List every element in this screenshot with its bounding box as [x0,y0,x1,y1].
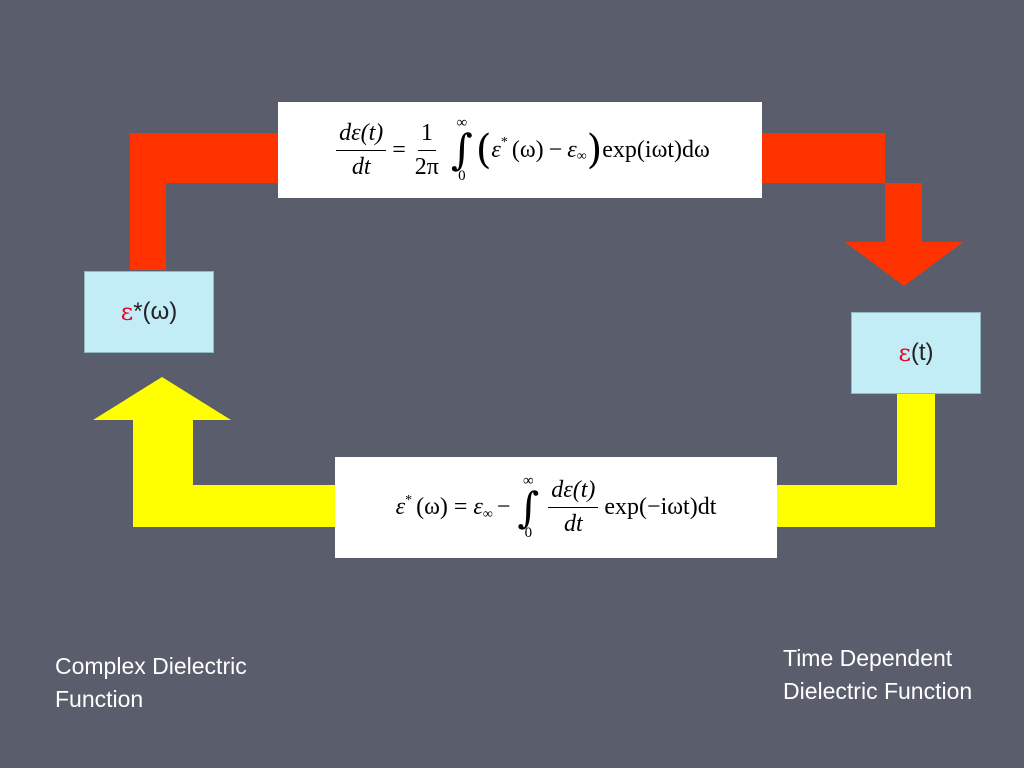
lhs-denominator: dt [351,153,371,180]
inverse-transform-formula: ε* (ω) = ε∞ − ∞ ∫ 0 dε(t) dt exp(−iωt)dt [335,457,777,558]
epsilon-symbol: ε [898,339,911,367]
epsilon: ε [395,494,406,520]
derivative-denominator: dt [564,511,583,537]
coefficient-numerator: 1 [417,120,436,151]
omega-argument: (ω) [416,494,448,520]
integral-lower-limit: 0 [458,167,466,184]
equals-sign: = [392,136,406,163]
epsilon-infinity: ε [567,136,577,163]
open-paren: ( [475,127,492,173]
right-caption: Time Dependent Dielectric Function [783,642,972,708]
close-paren: ) [586,127,603,173]
node-left-label: *(ω) [133,298,178,325]
integral-upper-limit: ∞ [523,472,534,489]
node-right-label: (t) [910,339,934,366]
star-superscript: * [405,492,413,508]
exponential-term: exp(−iωt)dt [604,494,717,520]
derivative-numerator: dε(t) [548,477,599,508]
integral-sign: ∫ [517,482,540,532]
star-superscript: * [500,135,508,150]
lhs-fraction: dε(t) dt [336,120,387,181]
left-caption: Complex Dielectric Function [55,650,247,716]
minus-sign: − [548,136,563,163]
left-caption-line1: Complex Dielectric [55,653,247,679]
minus-sign: − [496,494,511,520]
coefficient-denominator: 2π [414,153,439,180]
integral-upper-limit: ∞ [456,115,468,132]
epsilon-infinity: ε [473,494,483,520]
infinity-subscript: ∞ [576,149,587,164]
integral: ∞ ∫ 0 [451,116,473,184]
right-caption-line1: Time Dependent [783,645,953,671]
integral: ∞ ∫ 0 [517,472,540,542]
integral-lower-limit: 0 [524,525,533,542]
coefficient-fraction: 1 2π [412,120,442,181]
lhs-numerator: dε(t) [336,120,387,151]
right-caption-line2: Dielectric Function [783,678,973,704]
time-dependent-node: ε(t) [851,312,981,394]
equals-sign: = [453,494,468,520]
exponential-term: exp(iωt)dω [602,136,710,163]
omega-argument: (ω) [511,136,544,163]
integral-sign: ∫ [450,125,473,175]
epsilon: ε [491,136,501,163]
forward-transform-formula: dε(t) dt = 1 2π ∞ ∫ 0 ( ε* (ω) − ε∞ ) ex… [278,102,762,198]
derivative-fraction: dε(t) dt [548,477,599,538]
left-caption-line2: Function [55,686,144,712]
infinity-subscript: ∞ [482,506,493,522]
complex-dielectric-node: ε*(ω) [84,271,214,353]
epsilon-symbol: ε [120,298,134,326]
